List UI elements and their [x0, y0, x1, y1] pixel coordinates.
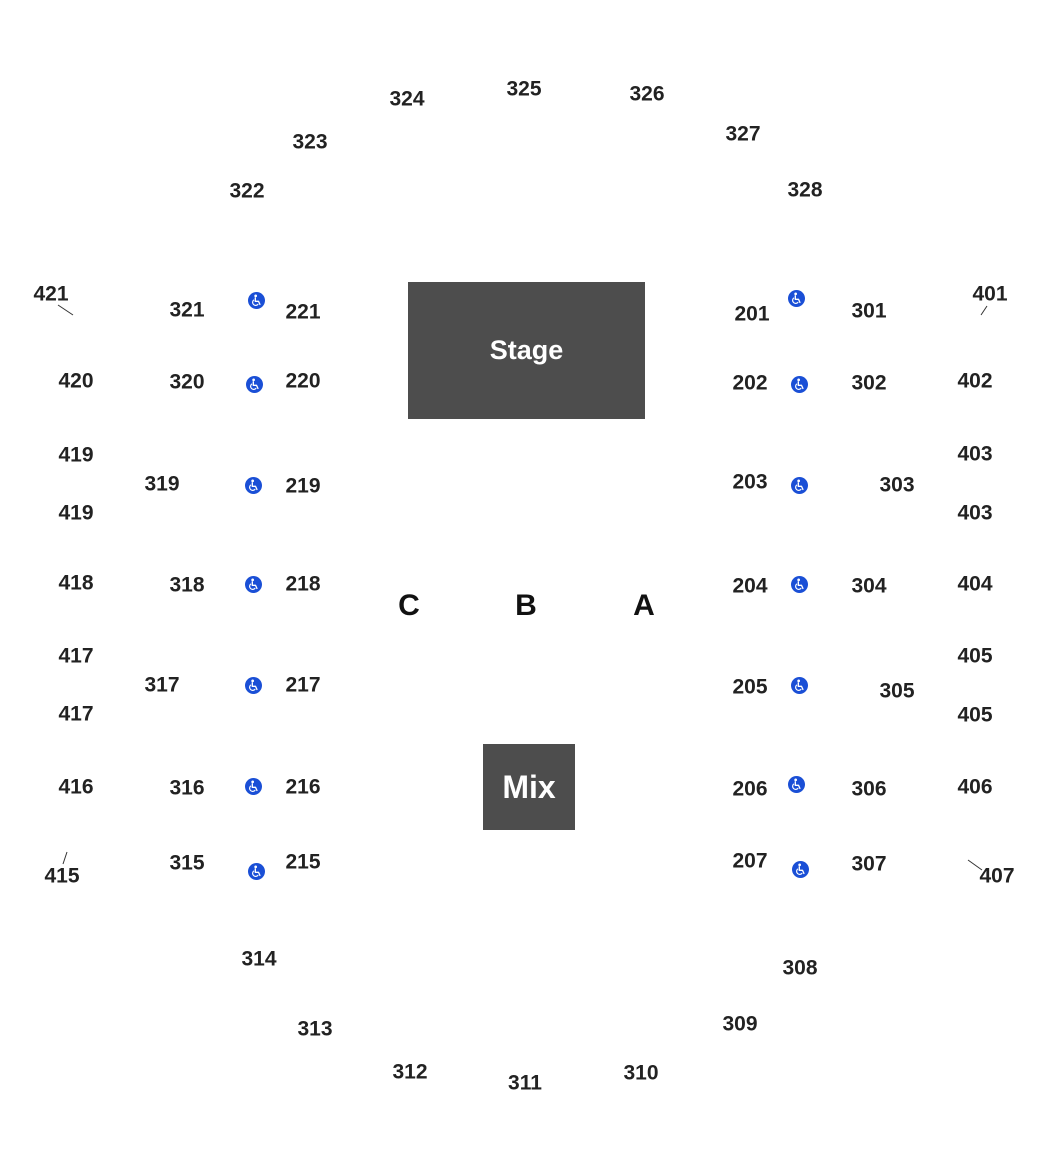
section-label[interactable]: 201: [734, 302, 770, 326]
section-label[interactable]: 322: [229, 179, 265, 203]
wheelchair-icon: [245, 778, 262, 795]
section-label[interactable]: 402: [957, 369, 993, 393]
mix-label: Mix: [502, 768, 556, 805]
section-label[interactable]: 215: [285, 850, 321, 874]
section-label[interactable]: 205: [732, 675, 768, 699]
wheelchair-icon: [245, 477, 262, 494]
leader-line-415: [62, 851, 68, 865]
section-label[interactable]: 308: [782, 956, 818, 980]
section-label[interactable]: 302: [851, 371, 887, 395]
section-label[interactable]: 327: [725, 122, 761, 146]
section-label[interactable]: 417: [58, 644, 94, 668]
section-label[interactable]: 321: [169, 298, 205, 322]
section-label[interactable]: 407: [979, 864, 1015, 888]
floor-section-a[interactable]: A: [633, 589, 655, 622]
section-label[interactable]: 417: [58, 702, 94, 726]
section-label[interactable]: 326: [629, 82, 665, 106]
section-label[interactable]: 420: [58, 369, 94, 393]
section-label[interactable]: 304: [851, 574, 887, 598]
section-label[interactable]: 309: [722, 1012, 758, 1036]
section-label[interactable]: 328: [787, 178, 823, 202]
section-label[interactable]: 403: [957, 501, 993, 525]
section-label[interactable]: 303: [879, 473, 915, 497]
section-label[interactable]: 202: [732, 371, 768, 395]
section-label[interactable]: 314: [241, 947, 277, 971]
section-label[interactable]: 207: [732, 849, 768, 873]
wheelchair-icon: [788, 776, 805, 793]
section-label[interactable]: 316: [169, 776, 205, 800]
section-label[interactable]: 406: [957, 775, 993, 799]
leader-line-421: [57, 304, 74, 316]
section-label[interactable]: 416: [58, 775, 94, 799]
section-label[interactable]: 220: [285, 369, 321, 393]
section-label[interactable]: 311: [508, 1071, 542, 1095]
wheelchair-icon: [791, 376, 808, 393]
floor-section-c[interactable]: C: [398, 589, 420, 622]
section-label[interactable]: 319: [144, 472, 180, 496]
stage: Stage: [408, 282, 645, 419]
section-label[interactable]: 415: [44, 864, 80, 888]
section-label[interactable]: 221: [285, 300, 321, 324]
section-label[interactable]: 217: [285, 673, 321, 697]
section-label[interactable]: 403: [957, 442, 993, 466]
section-label[interactable]: 404: [957, 572, 993, 596]
section-label[interactable]: 306: [851, 777, 887, 801]
section-label[interactable]: 324: [389, 87, 425, 111]
wheelchair-icon: [245, 576, 262, 593]
section-label[interactable]: 405: [957, 703, 993, 727]
section-label[interactable]: 418: [58, 571, 94, 595]
section-label[interactable]: 203: [732, 470, 768, 494]
section-label[interactable]: 419: [58, 501, 94, 525]
section-label[interactable]: 317: [144, 673, 180, 697]
section-label[interactable]: 312: [392, 1060, 428, 1084]
section-label[interactable]: 323: [292, 130, 328, 154]
leader-line-401: [980, 305, 988, 316]
section-label[interactable]: 421: [33, 282, 69, 306]
section-label[interactable]: 318: [169, 573, 205, 597]
section-label[interactable]: 216: [285, 775, 321, 799]
section-label[interactable]: 419: [58, 443, 94, 467]
wheelchair-icon: [791, 477, 808, 494]
wheelchair-icon: [245, 677, 262, 694]
wheelchair-icon: [248, 863, 265, 880]
wheelchair-icon: [792, 861, 809, 878]
wheelchair-icon: [248, 292, 265, 309]
stage-label: Stage: [489, 335, 564, 365]
mix-position: Mix: [483, 744, 575, 830]
section-label[interactable]: 206: [732, 777, 768, 801]
section-label[interactable]: 313: [297, 1017, 333, 1041]
floor-section-b[interactable]: B: [515, 589, 537, 622]
section-label[interactable]: 401: [972, 282, 1008, 306]
section-label[interactable]: 218: [285, 572, 321, 596]
section-label[interactable]: 305: [879, 679, 915, 703]
section-label[interactable]: 204: [732, 574, 768, 598]
section-label[interactable]: 315: [169, 851, 205, 875]
leader-line-407: [967, 859, 983, 871]
section-label[interactable]: 405: [957, 644, 993, 668]
section-label[interactable]: 320: [169, 370, 205, 394]
section-label[interactable]: 301: [851, 299, 887, 323]
wheelchair-icon: [791, 576, 808, 593]
wheelchair-icon: [246, 376, 263, 393]
section-label[interactable]: 325: [506, 77, 542, 101]
wheelchair-icon: [791, 677, 808, 694]
section-label[interactable]: 219: [285, 474, 321, 498]
section-label[interactable]: 310: [623, 1061, 659, 1085]
section-label[interactable]: 307: [851, 852, 887, 876]
wheelchair-icon: [788, 290, 805, 307]
